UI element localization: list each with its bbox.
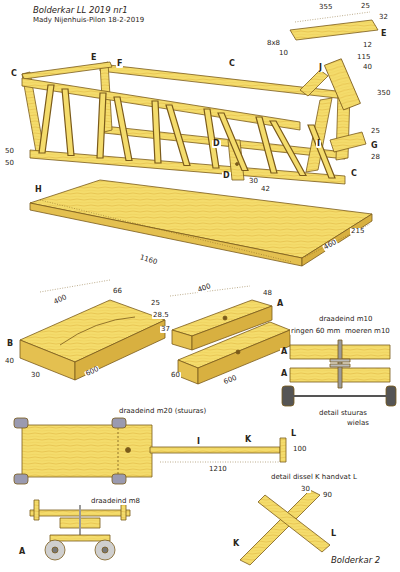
note-text: ringen 60 mm <box>290 328 341 335</box>
top-rail <box>100 64 345 99</box>
dimension-label: 355 <box>318 4 333 11</box>
dimension-label: 90 <box>322 492 333 499</box>
dimension-label: 1160 <box>138 254 159 266</box>
dimension-label: 400 <box>196 283 213 295</box>
note-text: moeren m10 <box>344 328 391 335</box>
dimension-label: 10 <box>278 50 289 57</box>
dimension-label: 37 <box>160 326 171 333</box>
handvat-L <box>258 495 330 552</box>
part-letter: K <box>244 436 252 444</box>
dimension-label: 25 <box>370 128 381 135</box>
dimension-label: 25 <box>150 300 161 307</box>
dimension-label: 66 <box>112 288 123 295</box>
dimension-label: 42 <box>260 186 271 193</box>
part-letter: H <box>34 186 43 194</box>
part-letter: C <box>10 70 18 78</box>
dimension-label: 32 <box>378 14 389 21</box>
part-J <box>324 57 361 112</box>
slat <box>114 97 132 161</box>
part-E <box>290 20 378 40</box>
note-text: detail dissel K handvat L <box>270 474 358 481</box>
slat <box>308 125 335 178</box>
note-text: draadeind m8 <box>90 498 141 505</box>
dimension-label: 30 <box>248 178 259 185</box>
dimension-label: 8x8 <box>266 40 281 47</box>
slat <box>218 113 248 171</box>
part-letter: L <box>290 430 297 438</box>
dimension-label: 600 <box>222 374 239 386</box>
dimension-label: 48 <box>262 290 273 297</box>
slat <box>270 121 306 176</box>
part <box>300 70 328 96</box>
note-text: detail stuuras <box>318 410 368 417</box>
part-letter: F <box>116 60 123 68</box>
part-letter: E <box>90 54 97 62</box>
slat <box>152 101 161 163</box>
note-text: Mady Nijenhuis-Pilon 18-2-2019 <box>32 17 145 24</box>
dimension-label: 350 <box>376 90 391 97</box>
note-text: Bolderkar LL 2019 nr1 <box>32 6 129 15</box>
handvat-L <box>280 438 286 462</box>
slat <box>97 93 106 158</box>
part-letter: I <box>196 438 201 446</box>
part-letter: D <box>222 172 231 180</box>
dissel-K <box>150 447 280 453</box>
note-text: Bolderkar 2 <box>330 556 381 565</box>
dissel-K <box>240 490 320 565</box>
dimension-label: 100 <box>292 446 307 453</box>
part-letter: A <box>280 370 288 378</box>
part-letter: C <box>350 170 358 178</box>
plan-board <box>22 425 152 477</box>
dimension-label: 50 <box>4 160 15 167</box>
dimension-label: 30 <box>300 486 311 493</box>
dimension-label: 115 <box>356 54 371 61</box>
dimension-label: 25 <box>360 3 371 10</box>
dimension-label: 400 <box>52 294 69 307</box>
dimension-label: 30 <box>30 372 41 379</box>
slat <box>166 105 190 166</box>
part-letter: G <box>370 142 379 150</box>
part-letter: L <box>330 530 337 538</box>
part-letter: C <box>228 60 236 68</box>
slat <box>204 109 219 168</box>
dimension-label: 40 <box>362 64 373 71</box>
board-edge <box>302 214 372 266</box>
board-edge <box>30 203 302 266</box>
part-letter: A <box>18 548 26 556</box>
part-letter: D <box>212 140 221 148</box>
bottom-rail <box>104 126 345 159</box>
dimension-label: 60 <box>170 372 181 379</box>
dimension-label: 50 <box>4 148 15 155</box>
part-letter: B <box>6 340 14 348</box>
dimension-label: 28.5 <box>152 312 170 319</box>
dimension-label: 12 <box>362 42 373 49</box>
part-G <box>330 132 366 152</box>
end-rail <box>22 62 112 79</box>
part-letter: A <box>276 300 284 308</box>
dimension-label: 1210 <box>208 466 228 473</box>
slat <box>62 89 74 156</box>
dimension-label: 40 <box>4 358 15 365</box>
dimension-label: 28 <box>370 154 381 161</box>
part-letter: A <box>280 348 288 356</box>
part-letter: I <box>316 140 321 148</box>
part-letter: E <box>380 30 387 38</box>
dimension-label: 215 <box>350 228 365 235</box>
note-text: wielas <box>346 420 370 427</box>
note-text: draadeind m20 (stuuras) <box>118 408 207 415</box>
part-letter: K <box>232 540 240 548</box>
part-letter: J <box>318 64 323 72</box>
slat <box>39 85 54 153</box>
note-text: draadeind m10 <box>318 316 373 323</box>
